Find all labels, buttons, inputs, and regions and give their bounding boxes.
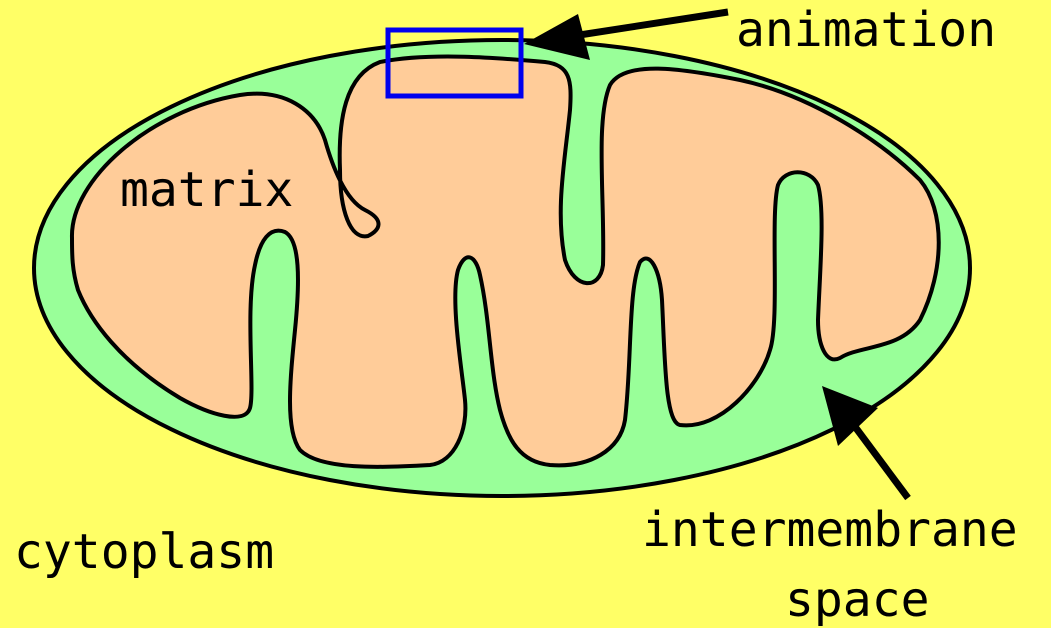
cytoplasm-label: cytoplasm — [14, 524, 274, 580]
matrix-label: matrix — [120, 162, 293, 218]
animation-label[interactable]: animation — [736, 2, 996, 58]
intermembrane-label-line2: space — [785, 572, 930, 628]
intermembrane-label-line1: intermembrane — [642, 502, 1018, 558]
